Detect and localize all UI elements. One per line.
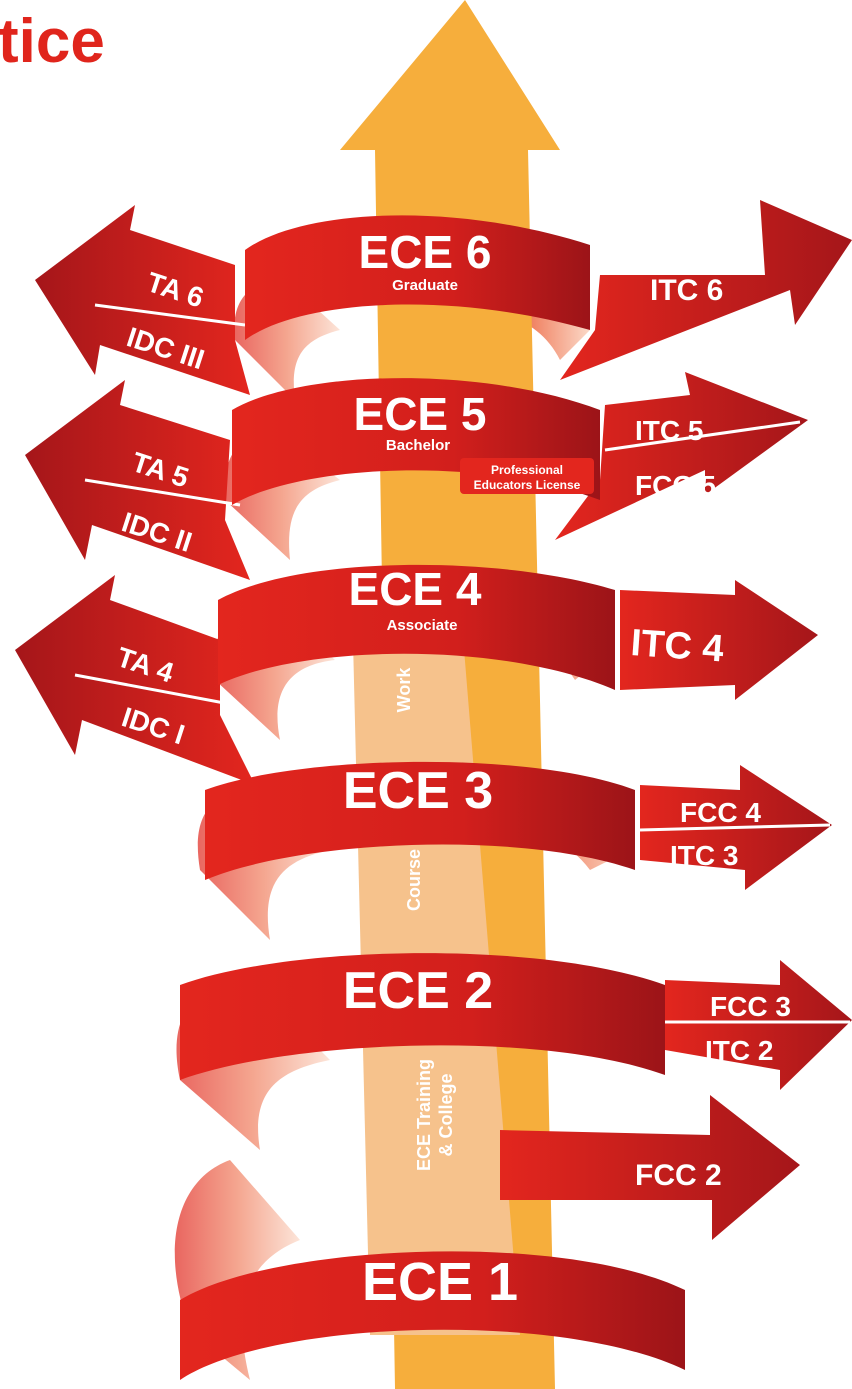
band-ece4: ECE 4 Associate <box>218 563 615 690</box>
right-arrow-itc4: ITC 4 <box>620 580 818 700</box>
band-ece1: ECE 1 <box>180 1251 685 1380</box>
left-arrow-ta6-idc3: TA 6 IDC III <box>35 205 250 395</box>
license-line1: Professional <box>491 463 563 477</box>
shaft-label-training-line2: & College <box>436 1073 456 1156</box>
left-arrow-ta4-idc1: TA 4 IDC I <box>15 575 255 785</box>
right-arrow-fcc2: FCC 2 <box>500 1095 800 1240</box>
level-ece3-label: ECE 3 <box>343 762 493 820</box>
right-arrow-fcc3-itc2: FCC 3 ITC 2 <box>665 960 852 1090</box>
label-fcc4: FCC 4 <box>680 797 761 828</box>
level-ece5-label: ECE 5 <box>354 388 487 440</box>
label-itc2: ITC 2 <box>705 1035 773 1066</box>
label-fcc2: FCC 2 <box>635 1159 722 1192</box>
left-arrow-ta5-idc2: TA 5 IDC II <box>25 380 250 580</box>
label-itc3: ITC 3 <box>670 840 738 871</box>
level-ece2-label: ECE 2 <box>343 962 493 1020</box>
level-ece6-label: ECE 6 <box>359 226 492 278</box>
right-arrow-itc6: ITC 6 <box>560 200 852 380</box>
band-ece2: ECE 2 <box>180 953 665 1080</box>
band-ece5: ECE 5 Bachelor Professional Educators Li… <box>232 378 600 505</box>
license-line2: Educators License <box>474 478 581 492</box>
shaft-label-work: Work <box>394 667 414 713</box>
label-fcc3: FCC 3 <box>710 991 791 1022</box>
band-ece3: ECE 3 <box>205 761 635 880</box>
level-ece6-sub: Graduate <box>392 277 458 294</box>
level-ece4-label: ECE 4 <box>349 563 482 615</box>
shaft-label-training-line1: ECE Training <box>414 1059 434 1171</box>
page-title: tice <box>0 7 105 76</box>
band-ece6: ECE 6 Graduate <box>245 215 590 340</box>
label-itc4: ITC 4 <box>629 622 725 670</box>
label-itc5: ITC 5 <box>635 415 703 446</box>
right-arrow-fcc4-itc3: FCC 4 ITC 3 <box>639 765 832 890</box>
label-fcc5: FCC 5 <box>635 470 716 501</box>
right-arrow-itc5-fcc5: ITC 5 FCC 5 <box>555 372 808 540</box>
shaft-labels: Work Course ECE Training & College <box>394 667 456 1171</box>
level-ece4-sub: Associate <box>387 617 458 634</box>
level-ece1-label: ECE 1 <box>362 1252 518 1312</box>
license-badge <box>460 458 594 494</box>
level-ece5-sub: Bachelor <box>386 437 450 454</box>
label-itc6: ITC 6 <box>650 274 723 307</box>
shaft-label-course: Course <box>404 849 424 911</box>
